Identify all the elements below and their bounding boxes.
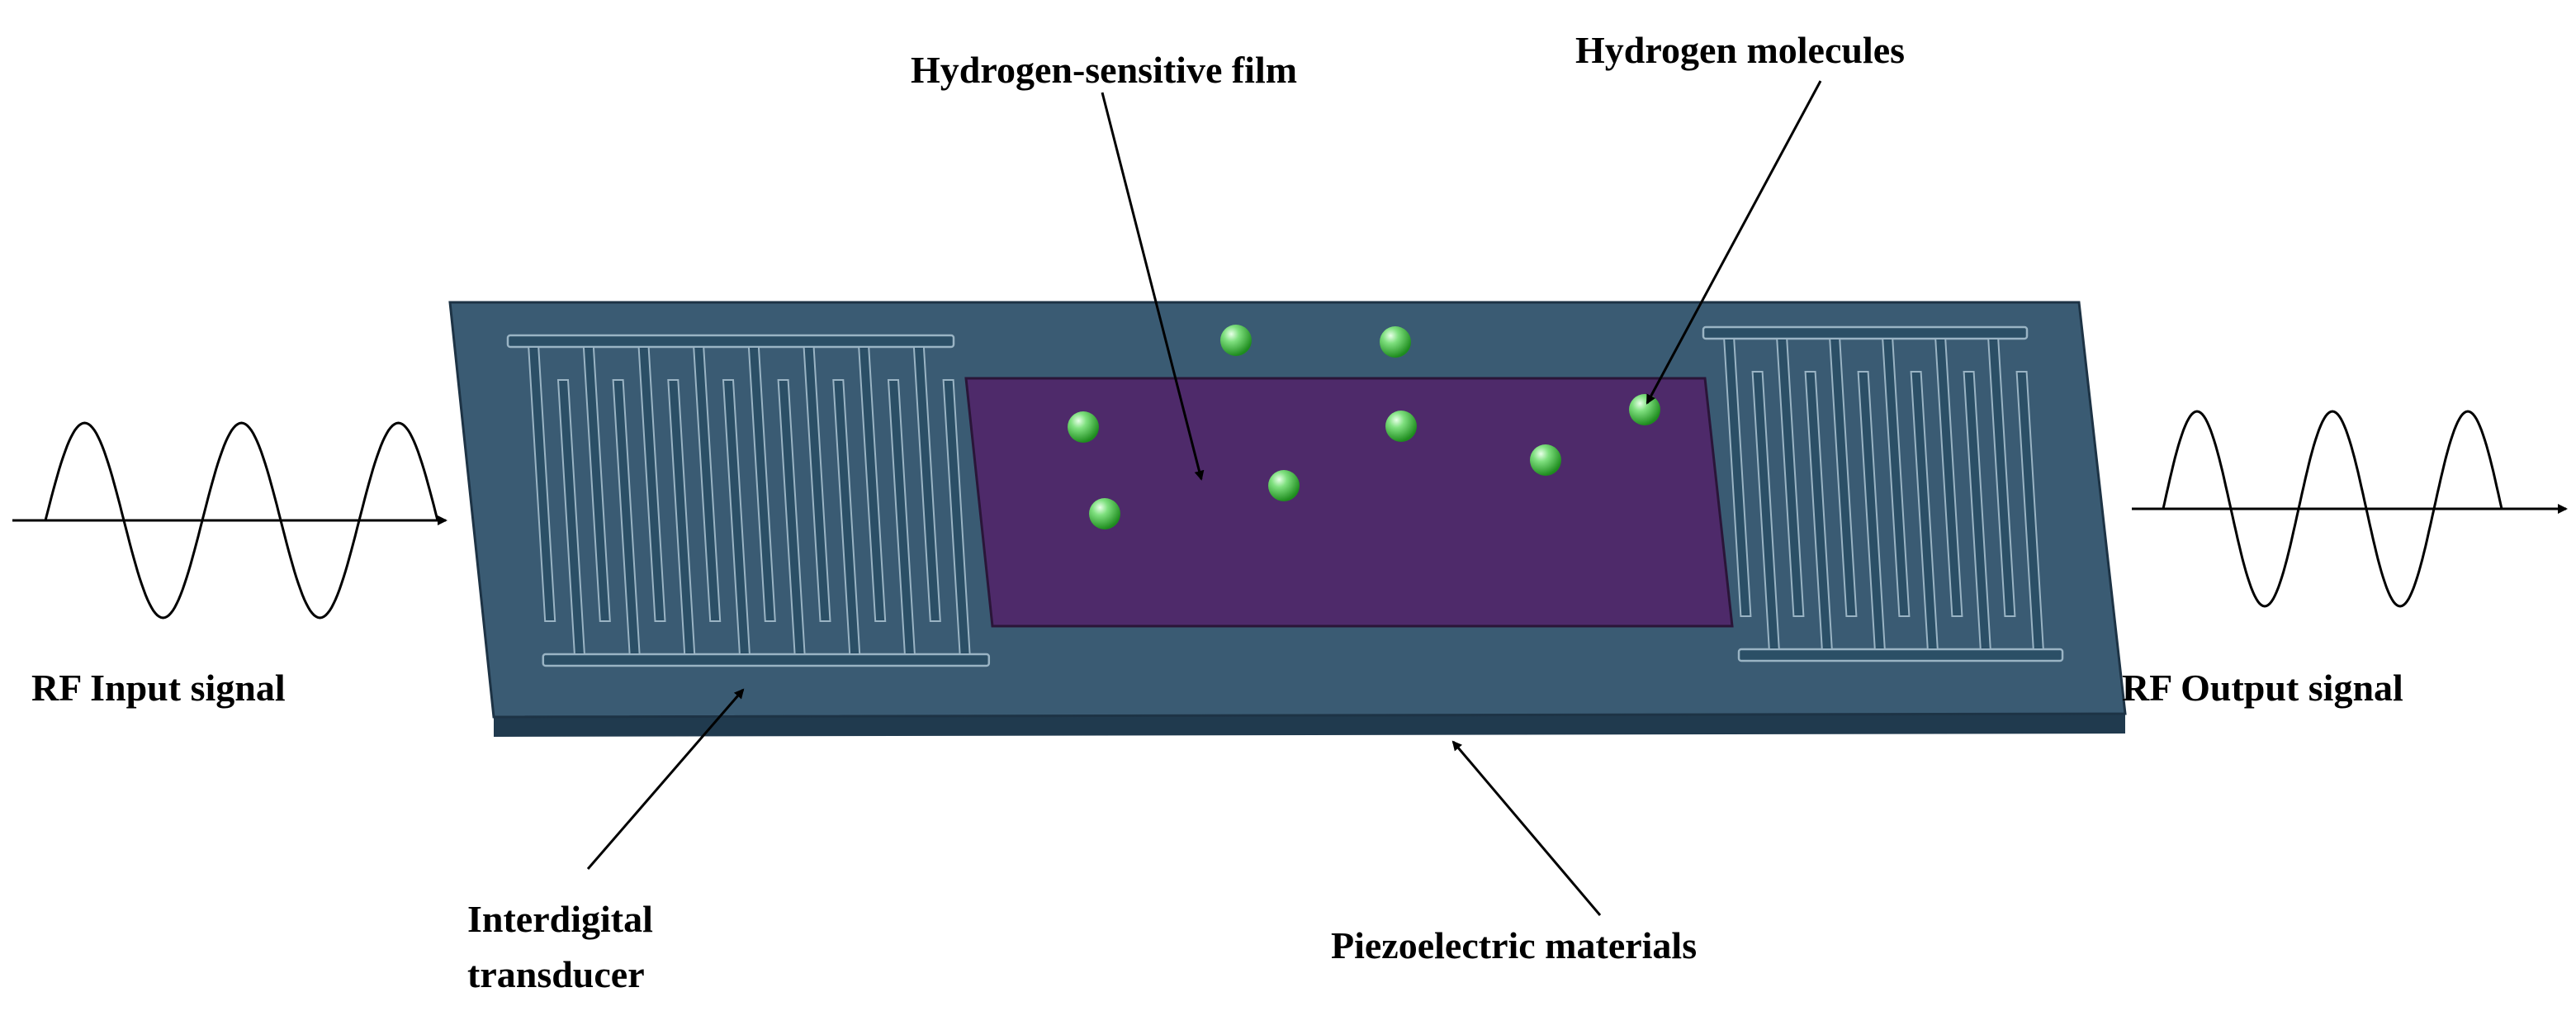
molecules-label: Hydrogen molecules [1575,29,1905,71]
idt-finger [1857,371,1886,650]
idt-finger [887,379,916,655]
output-signal-label: RF Output signal [2122,667,2403,709]
idt-finger [777,379,806,655]
hydrogen-molecule [1380,326,1411,358]
idt-finger [582,346,611,622]
idt-finger [803,346,831,622]
film-leader-arrow [1101,92,1205,481]
idt-finger [612,379,641,655]
rf-output-signal-icon [2132,410,2568,608]
molecules-leader-arrow [1646,80,1822,405]
substrate-front-edge [494,714,2125,737]
substrate-leader-arrow [1451,740,1602,916]
input-signal-label: RF Input signal [31,667,286,709]
idt-finger [722,379,751,655]
idt-leader-arrow [586,688,745,870]
idt-finger [528,346,556,622]
idt-finger [693,346,722,622]
idt-finger [1934,338,1963,617]
interdigital-transducer-right [1702,325,2064,662]
hydrogen-sensitive-film [964,377,1734,628]
idt-finger [942,379,971,655]
output-sine-wave [2162,410,2503,608]
rf-input-signal-icon [12,421,447,620]
idt-finger [637,346,666,622]
idt-finger [2015,371,2044,650]
idt-finger [556,379,585,655]
hydrogen-molecule [1068,411,1099,443]
idt-finger [667,379,696,655]
hydrogen-molecule [1268,470,1300,501]
idt-finger [1751,371,1780,650]
hydrogen-molecule [1530,444,1561,476]
idt-finger [1963,371,1991,650]
idt-finger [1910,371,1939,650]
idt-finger [747,346,776,622]
idt-finger [1776,338,1805,617]
interdigital-transducer-left [506,334,991,667]
idt-finger [858,346,887,622]
hydrogen-molecule [1385,411,1417,442]
idt-top-bus-bar [1702,325,2029,340]
film-label: Hydrogen-sensitive film [911,49,1297,91]
idt-top-bus-bar [506,334,955,349]
idt-finger [1723,338,1752,617]
idt-finger [1882,338,1911,617]
idt-bottom-bus-bar [1737,648,2064,662]
hydrogen-molecule [1629,394,1660,425]
idt-finger [1804,371,1833,650]
idt-bottom-bus-bar [542,653,991,667]
idt-finger [912,346,941,622]
hydrogen-molecule [1089,498,1120,529]
substrate-label: Piezoelectric materials [1331,924,1697,966]
idt-label-line1: Interdigital [467,898,653,940]
hydrogen-molecule [1220,325,1252,356]
idt-finger [1987,338,2016,617]
input-sine-wave [44,421,439,620]
idt-label-line2: transducer [467,953,645,995]
idt-finger [1829,338,1858,617]
idt-finger [832,379,861,655]
